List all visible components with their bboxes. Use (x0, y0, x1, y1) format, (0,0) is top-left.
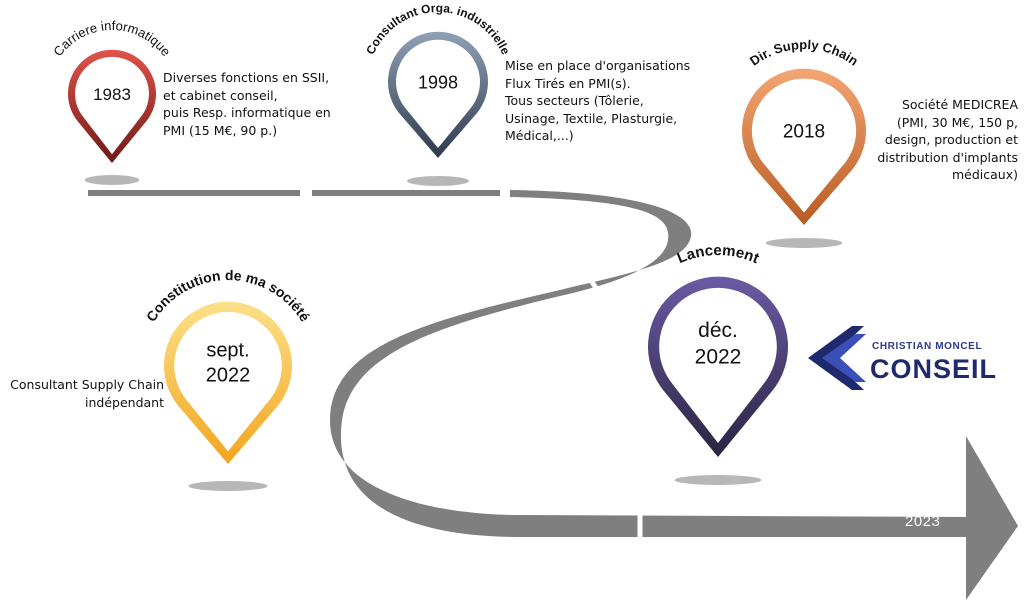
milestone-year: 1998 (418, 72, 458, 92)
milestone-year: 2018 (783, 122, 825, 143)
milestone-m2022b: déc. 2022 Lancement (647, 242, 788, 485)
pin-inner (751, 78, 857, 213)
logo-line2: CONSEIL (870, 354, 997, 384)
logo-chevron-icon (808, 326, 864, 390)
end-year-label: 2023 (905, 513, 940, 530)
description-line: Consultant Supply Chain (10, 377, 164, 392)
milestone-m2018: 2018 Dir. Supply Chain (741, 37, 866, 248)
road-segment-top (88, 190, 300, 196)
company-logo: CHRISTIAN MONCEL CONSEIL (808, 326, 997, 390)
pin-inner (174, 311, 282, 452)
pin-shadow (407, 176, 469, 186)
milestone-title: Dir. Supply Chain (747, 37, 861, 69)
description-line: PMI (15 M€, 90 p.) (163, 122, 278, 138)
description-line: (PMI, 30 M€, 150 p, (896, 114, 1018, 130)
description-line: Flux Tirés en PMI(s). (505, 75, 631, 91)
description-line: Usinage, Textile, Plasturgie, (505, 110, 678, 126)
pin-shadow (674, 475, 762, 485)
description-line: distribution d'implants (877, 149, 1018, 165)
milestone-year: 1983 (93, 85, 131, 104)
road-arrow-head (966, 436, 1018, 600)
road-curve (330, 190, 966, 537)
description-line: et cabinet conseil, (163, 87, 278, 103)
milestone-year: sept. (206, 340, 249, 362)
milestone-year: 2022 (206, 365, 251, 387)
pin-inner (396, 39, 480, 148)
description-line: Tous secteurs (Tôlerie, (505, 93, 644, 108)
road-gap-1 (581, 268, 603, 296)
pin-inner (659, 287, 777, 443)
description-line: Société MEDICREA (901, 97, 1018, 112)
timeline-road: 2023 (88, 190, 1018, 600)
milestone-year: 2022 (695, 345, 742, 368)
milestone-year: déc. (698, 319, 738, 342)
description-line: Diverses fonctions en SSII, (163, 70, 330, 85)
description-line: puis Resp. informatique en (163, 105, 331, 120)
logo-line1: CHRISTIAN MONCEL (872, 341, 982, 352)
milestone-description: Société MEDICREA (PMI, 30 M€, 150 p, desig… (838, 96, 1018, 184)
description-line: indépendant (85, 394, 164, 410)
road-segment-top-2 (312, 190, 500, 196)
pin-shadow (765, 238, 843, 248)
milestone-description: Diverses fonctions en SSII, et cabinet co… (163, 69, 331, 139)
pin-inner (75, 56, 149, 155)
description-line: Médical,...) (505, 128, 574, 143)
description-line: design, production et (884, 132, 1018, 147)
milestone-title: Lancement (675, 242, 762, 267)
pin-shadow (84, 175, 140, 185)
description-line: médicaux) (951, 167, 1018, 182)
milestone-description: Consultant Supply Chain indépendant (0, 376, 164, 411)
logo-chevron-accent-icon (822, 334, 866, 382)
pin-shadow (188, 481, 268, 491)
description-line: Mise en place d'organisations (505, 58, 691, 73)
